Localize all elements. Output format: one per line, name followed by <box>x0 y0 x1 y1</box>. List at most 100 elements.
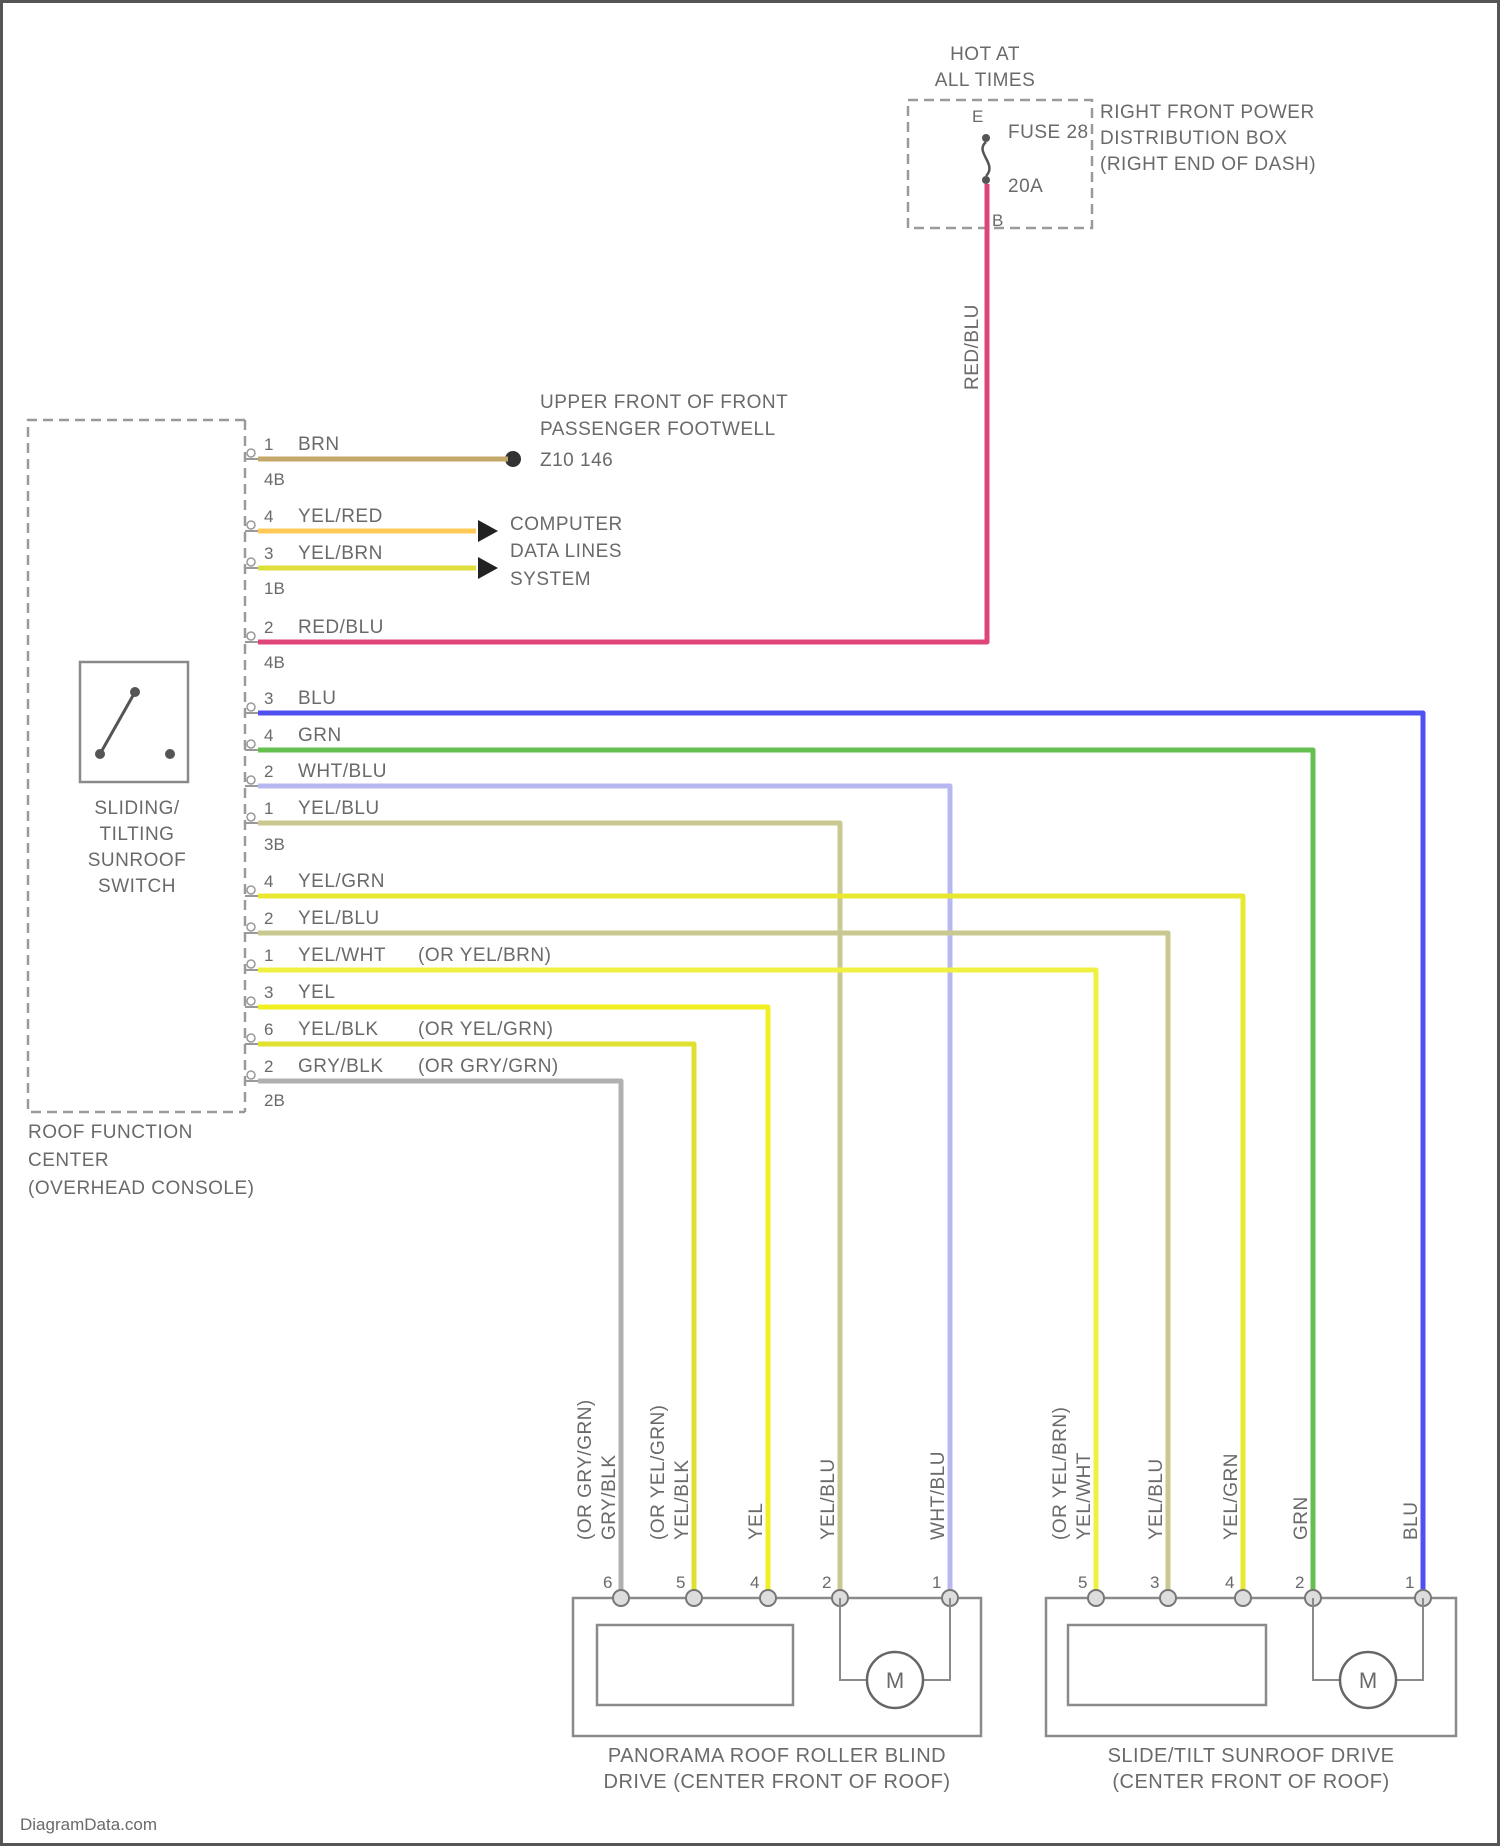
module-wire-label: WHT/BLU <box>298 761 387 782</box>
module-wire-alt-label: (OR YEL/GRN) <box>418 1019 554 1040</box>
ground-line2: PASSENGER FOOTWELL <box>540 419 776 440</box>
sunroof-drive-wire-label: GRN <box>1291 1496 1312 1540</box>
fuse-name: FUSE 28 <box>1008 122 1089 143</box>
sunroof-drive-terminal <box>1235 1590 1251 1606</box>
sunroof-drive-wire-label: YEL/GRN <box>1221 1453 1242 1540</box>
module-wire-label: YEL/GRN <box>298 871 385 892</box>
switch-name-line4: SWITCH <box>98 876 176 897</box>
blind-drive-pin-number: 2 <box>822 1573 831 1592</box>
sunroof-drive-pin-number: 4 <box>1225 1573 1234 1592</box>
arrow-icon <box>478 557 498 579</box>
sunroof-drive-wire-label: YEL/WHT <box>1074 1452 1095 1540</box>
module-pin-number: 4 <box>264 872 273 891</box>
switch-name-line1: SLIDING/ <box>94 798 180 819</box>
module-wire-label: GRY/BLK <box>298 1056 384 1077</box>
box-name-line3: (RIGHT END OF DASH) <box>1100 154 1316 175</box>
sunroof-drive-name-line2: (CENTER FRONT OF ROOF) <box>1112 1771 1389 1793</box>
module-wire-label: GRN <box>298 725 342 746</box>
switch-name-line3: SUNROOF <box>88 850 187 871</box>
sunroof-drive-wire-alt-label: (OR YEL/BRN) <box>1050 1407 1071 1540</box>
connector-label: 4B <box>264 470 285 489</box>
blind-drive-pin-number: 4 <box>750 1573 759 1592</box>
wire-12 <box>258 1044 694 1598</box>
module-pin-number: 1 <box>264 799 273 818</box>
module-wire-alt-label: (OR YEL/BRN) <box>418 945 551 966</box>
module-wire-alt-label: (OR GRY/GRN) <box>418 1056 559 1077</box>
data-lines-line1: COMPUTER <box>510 514 623 535</box>
ground-ref: Z10 146 <box>540 450 613 471</box>
blind-drive-module <box>597 1625 793 1705</box>
fuse-box-outline <box>908 100 1092 228</box>
data-lines-line3: SYSTEM <box>510 569 591 590</box>
box-name-line2: DISTRIBUTION BOX <box>1100 128 1287 149</box>
wire-9 <box>258 933 1168 1598</box>
sunroof-drive-pin-number: 2 <box>1295 1573 1304 1592</box>
fuse-terminal-top <box>982 134 990 142</box>
switch-lever-icon <box>100 692 135 754</box>
sunroof-drive-terminal <box>1088 1590 1104 1606</box>
motor-symbol: M <box>886 1668 904 1693</box>
sunroof-drive-pin-number: 5 <box>1078 1573 1087 1592</box>
module-wire-label: YEL/WHT <box>298 945 386 966</box>
module-wire-label: YEL/BRN <box>298 543 383 564</box>
module-wire-label: YEL/BLU <box>298 798 380 819</box>
blind-drive-wire-label: YEL <box>746 1503 767 1540</box>
module-name-line3: (OVERHEAD CONSOLE) <box>28 1178 254 1199</box>
motor-symbol: M <box>1359 1668 1377 1693</box>
blind-drive-wire-alt-label: (OR YEL/GRN) <box>648 1404 669 1540</box>
sunroof-drive: SLIDE/TILT SUNROOF DRIVE (CENTER FRONT O… <box>1046 1598 1456 1793</box>
module-wire-label: YEL/BLK <box>298 1019 379 1040</box>
blind-drive-pin-number: 5 <box>676 1573 685 1592</box>
watermark: DiagramData.com <box>20 1815 157 1834</box>
sunroof-drive-wire-label: BLU <box>1401 1502 1422 1540</box>
wire-13 <box>258 1081 621 1598</box>
ground-line1: UPPER FRONT OF FRONT <box>540 392 788 413</box>
sunroof-motor: M <box>1313 1598 1423 1708</box>
arrow-icon <box>478 520 498 542</box>
sunroof-drive-module <box>1068 1625 1266 1705</box>
feed-wire-label: RED/BLU <box>962 304 983 390</box>
wire-7 <box>258 823 840 1598</box>
blind-drive-wire-alt-label: (OR GRY/GRN) <box>575 1399 596 1540</box>
module-wire-label: YEL/RED <box>298 506 383 527</box>
data-lines-destination: COMPUTER DATA LINES SYSTEM <box>478 514 623 590</box>
fuse-icon <box>983 142 990 176</box>
module-pin-number: 3 <box>264 544 273 563</box>
module-wire-label: BLU <box>298 688 336 709</box>
module-name-line2: CENTER <box>28 1150 109 1171</box>
connector-label: 4B <box>264 653 285 672</box>
sunroof-drive-outline <box>1046 1598 1456 1736</box>
sunroof-drive-wire-label: YEL/BLU <box>1146 1458 1167 1540</box>
blind-drive-name-line1: PANORAMA ROOF ROLLER BLIND <box>608 1745 946 1767</box>
blind-drive-wire-label: YEL/BLU <box>818 1458 839 1540</box>
blind-drive-terminal <box>613 1590 629 1606</box>
sunroof-drive-terminal <box>1160 1590 1176 1606</box>
switch-outline <box>80 662 188 782</box>
fuse-terminal-bottom <box>982 176 990 184</box>
module-pin-number: 1 <box>264 946 273 965</box>
module-pin-number: 2 <box>264 762 273 781</box>
sunroof-switch: SLIDING/ TILTING SUNROOF SWITCH <box>80 662 188 897</box>
module-pin-number: 3 <box>264 983 273 1002</box>
wires <box>245 184 1423 1598</box>
ground-point: UPPER FRONT OF FRONT PASSENGER FOOTWELL … <box>505 392 788 471</box>
fuse-pin-out: B <box>992 211 1003 230</box>
switch-name-line2: TILTING <box>100 824 175 845</box>
module-pin-number: 6 <box>264 1020 273 1039</box>
module-pin-number: 2 <box>264 1057 273 1076</box>
blind-drive-pin-number: 6 <box>603 1573 612 1592</box>
wire-3 <box>258 248 987 642</box>
module-pin-number: 2 <box>264 909 273 928</box>
module-pin-number: 2 <box>264 618 273 637</box>
roof-function-center: ROOF FUNCTION CENTER (OVERHEAD CONSOLE) … <box>28 420 254 1199</box>
blind-drive-name-line2: DRIVE (CENTER FRONT OF ROOF) <box>604 1771 951 1793</box>
blind-drive-wire-label: YEL/BLK <box>672 1459 693 1540</box>
module-wire-label: YEL/BLU <box>298 908 380 929</box>
connector-label: 1B <box>264 579 285 598</box>
module-wire-label: BRN <box>298 434 340 455</box>
module-pin-number: 4 <box>264 507 273 526</box>
data-lines-line2: DATA LINES <box>510 541 622 562</box>
